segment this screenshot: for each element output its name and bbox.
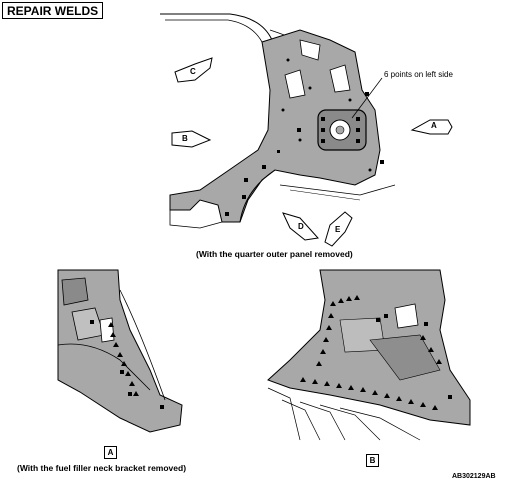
page-title: REPAIR WELDS [2, 2, 104, 19]
pointer-b-label: B [182, 134, 188, 143]
detail-b-label: B [366, 454, 379, 467]
pointer-d [282, 212, 319, 241]
pointer-e-label: E [335, 225, 341, 234]
pointer-e [324, 211, 353, 247]
pointer-b [171, 130, 212, 148]
pointer-a [410, 119, 453, 135]
detail-a-caption: (With the fuel filler neck bracket remov… [17, 463, 187, 473]
callout-text: 6 points on left side [384, 70, 453, 79]
weld-points-fuel [321, 117, 360, 143]
pointer-d-label: D [298, 222, 304, 231]
main-caption: (With the quarter outer panel removed) [196, 249, 353, 259]
pointer-c-label: C [190, 67, 196, 76]
figure-code: AB302129AB [452, 473, 496, 480]
pointer-c [174, 57, 213, 83]
detail-a-label: A [104, 446, 117, 459]
pointer-a-label: A [431, 121, 437, 130]
inner-quarter-panel [169, 29, 381, 223]
